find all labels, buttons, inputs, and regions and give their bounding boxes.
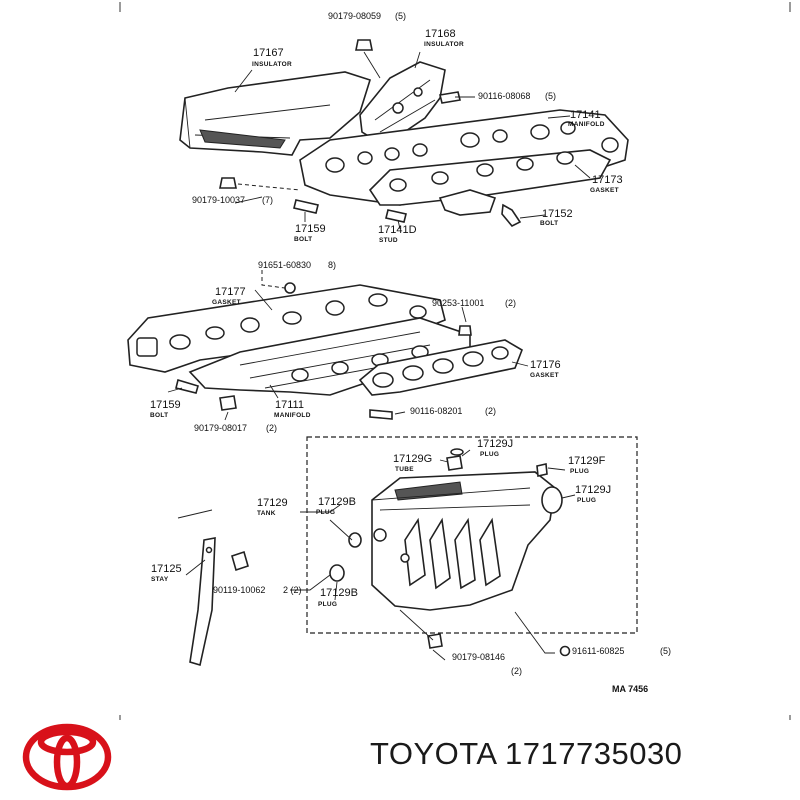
- toyota-logo-icon: [22, 723, 112, 791]
- label-17129j-2: 17129J: [575, 484, 611, 496]
- label-stud: STUD: [379, 237, 398, 244]
- label-17168: 17168: [425, 28, 456, 40]
- label-91651-60830: 91651-60830: [258, 260, 311, 270]
- label-qty-2c: (2): [266, 423, 277, 433]
- label-qty-2e: (2): [511, 666, 522, 676]
- brand-name: TOYOTA: [370, 736, 496, 771]
- label-17129b-2: 17129B: [320, 587, 358, 599]
- registration-marks: [119, 2, 791, 720]
- label-91611-60825: 91611-60825: [572, 646, 624, 656]
- label-bolt-3: BOLT: [150, 412, 168, 419]
- label-plug-2: PLUG: [570, 468, 589, 475]
- label-bolt-1: BOLT: [294, 236, 312, 243]
- leader-lines-bottom: [290, 449, 576, 661]
- brand-part-number: TOYOTA 1717735030: [370, 736, 682, 772]
- label-gasket-2: GASKET: [212, 299, 241, 306]
- leader-lines-middle: [167, 289, 529, 421]
- surge-tank-17129: [371, 471, 556, 611]
- label-manifold-1: MANIFOLD: [568, 121, 605, 128]
- label-plug-3: PLUG: [577, 497, 596, 504]
- gasket-17176: [358, 339, 523, 396]
- leader-lines-top: [234, 51, 591, 230]
- label-17125: 17125: [151, 563, 182, 575]
- label-plug-4: PLUG: [316, 509, 335, 516]
- label-qty-5b: (5): [545, 91, 556, 101]
- label-90179-08059: 90179-08059: [328, 11, 381, 21]
- label-90116-08201: 90116-08201: [410, 406, 462, 416]
- label-qty-8: 8): [328, 260, 336, 270]
- label-17152: 17152: [542, 208, 573, 220]
- label-gasket-1: GASKET: [590, 187, 619, 194]
- fasteners-top: [219, 39, 522, 227]
- label-plug-1: PLUG: [480, 451, 499, 458]
- label-bolt-2: BOLT: [540, 220, 558, 227]
- exhaust-gasket-17173: [368, 149, 612, 216]
- label-17129f: 17129F: [568, 455, 606, 467]
- label-tank: TANK: [257, 510, 276, 517]
- label-17129: 17129: [257, 497, 288, 509]
- label-stay: STAY: [151, 576, 169, 583]
- label-90116-08068: 90116-08068: [478, 91, 530, 101]
- surge-tank-outline: [306, 436, 638, 634]
- label-17129b-1: 17129B: [318, 496, 356, 508]
- label-90253-11001: 90253-11001: [432, 298, 484, 308]
- label-qty-2a: (2): [505, 298, 516, 308]
- label-qty-5a: (5): [395, 11, 406, 21]
- label-insulator-1: INSULATOR: [252, 61, 292, 68]
- diagram-code: MA 7456: [612, 684, 648, 694]
- label-17129g: 17129G: [393, 453, 432, 465]
- fasteners-bottom: [427, 633, 571, 657]
- part-number: 1717735030: [505, 736, 683, 771]
- label-qty-2b: (2): [485, 406, 496, 416]
- plugs-and-tube: [329, 448, 563, 582]
- label-17159b: 17159: [150, 399, 181, 411]
- label-17129j-1: 17129J: [477, 438, 513, 450]
- label-insulator-2: INSULATOR: [424, 41, 464, 48]
- label-17173: 17173: [592, 174, 623, 186]
- label-90179-08146: 90179-08146: [452, 652, 505, 662]
- label-17159a: 17159: [295, 223, 326, 235]
- label-manifold-2: MANIFOLD: [274, 412, 311, 419]
- insulator-17167: [179, 71, 372, 156]
- intake-manifold-17111: [188, 317, 471, 396]
- label-90179-10037: 90179-10037: [192, 195, 245, 205]
- label-17167: 17167: [253, 47, 284, 59]
- label-qty-2d: 2 (2): [283, 585, 302, 595]
- label-17141d: 17141D: [378, 224, 417, 236]
- parts-diagram: 90179-08059 (5) 17168 INSULATOR 17167 IN…: [119, 2, 791, 720]
- label-17111: 17111: [275, 399, 304, 411]
- stay-17125: [177, 509, 249, 667]
- label-17177: 17177: [215, 286, 246, 298]
- fasteners-middle: [175, 270, 472, 420]
- label-tube: TUBE: [395, 466, 414, 473]
- label-plug-5: PLUG: [318, 601, 337, 608]
- label-qty-5c: (5): [660, 646, 671, 656]
- label-qty-7: (7): [262, 195, 273, 205]
- toyota-logo-rings: [22, 723, 112, 791]
- insulator-17168: [359, 61, 446, 141]
- label-17176: 17176: [530, 359, 561, 371]
- label-90179-08017: 90179-08017: [194, 423, 247, 433]
- label-90119-10062: 90119-10062: [213, 585, 265, 595]
- label-17141: 17141: [570, 109, 601, 121]
- label-gasket-3: GASKET: [530, 372, 559, 379]
